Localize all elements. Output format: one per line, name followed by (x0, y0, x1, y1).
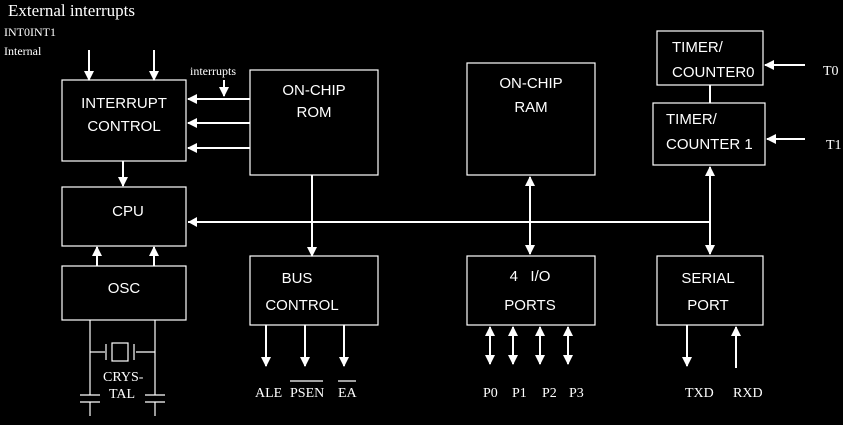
serial-port-block (656, 255, 764, 326)
serial-port-label-2: PORT (687, 297, 728, 314)
bus-control-label-2: CONTROL (265, 297, 338, 314)
ale-label: ALE (255, 386, 282, 401)
io-ports-label-1: 4 I/O (510, 268, 551, 285)
bus-to-cpu-arrowhead (188, 217, 197, 227)
cpu-block (61, 186, 187, 247)
bus-control-label-1: BUS (282, 270, 313, 287)
crystal-label-2: TAL (109, 387, 135, 402)
timer0-label-1: TIMER/ (672, 39, 724, 56)
ram-label-2: RAM (514, 99, 547, 116)
rom-label-1: ON-CHIP (282, 82, 345, 99)
osc-label: OSC (108, 280, 141, 297)
timer0-label-2: COUNTER0 (672, 64, 755, 81)
rxd-label: RXD (733, 386, 763, 401)
p1-label: P1 (512, 386, 527, 401)
rom-label-2: ROM (297, 104, 332, 121)
cpu-label: CPU (112, 203, 144, 220)
int-labels: INT0INT1 (4, 25, 56, 39)
psen-label: PSEN (290, 386, 324, 401)
crystal-element (111, 342, 129, 362)
serial-port-label-1: SERIAL (681, 270, 734, 287)
crystal-label-1: CRYS- (103, 370, 144, 385)
io-ports-label-2: PORTS (504, 297, 555, 314)
p2-label: P2 (542, 386, 557, 401)
ea-label: EA (338, 386, 358, 401)
io-ports-block (466, 255, 596, 326)
interrupt-control-label-1: INTERRUPT (81, 95, 167, 112)
interrupt-control-label-2: CONTROL (87, 118, 160, 135)
external-interrupts-title: External interrupts (8, 1, 135, 20)
t1-label: T1 (826, 138, 842, 153)
interrupts-label: interrupts (190, 64, 236, 78)
p3-label: P3 (569, 386, 584, 401)
t0-label: T0 (823, 64, 839, 79)
bus-control-block (249, 255, 379, 326)
p0-label: P0 (483, 386, 498, 401)
timer1-label-2: COUNTER 1 (666, 136, 753, 153)
timer1-label-1: TIMER/ (666, 111, 718, 128)
ram-label-1: ON-CHIP (499, 75, 562, 92)
internal-label: Internal (4, 44, 42, 58)
txd-label: TXD (685, 386, 714, 401)
ram-block (466, 62, 596, 176)
osc-block (61, 265, 187, 321)
crystal-circuit (80, 320, 165, 416)
